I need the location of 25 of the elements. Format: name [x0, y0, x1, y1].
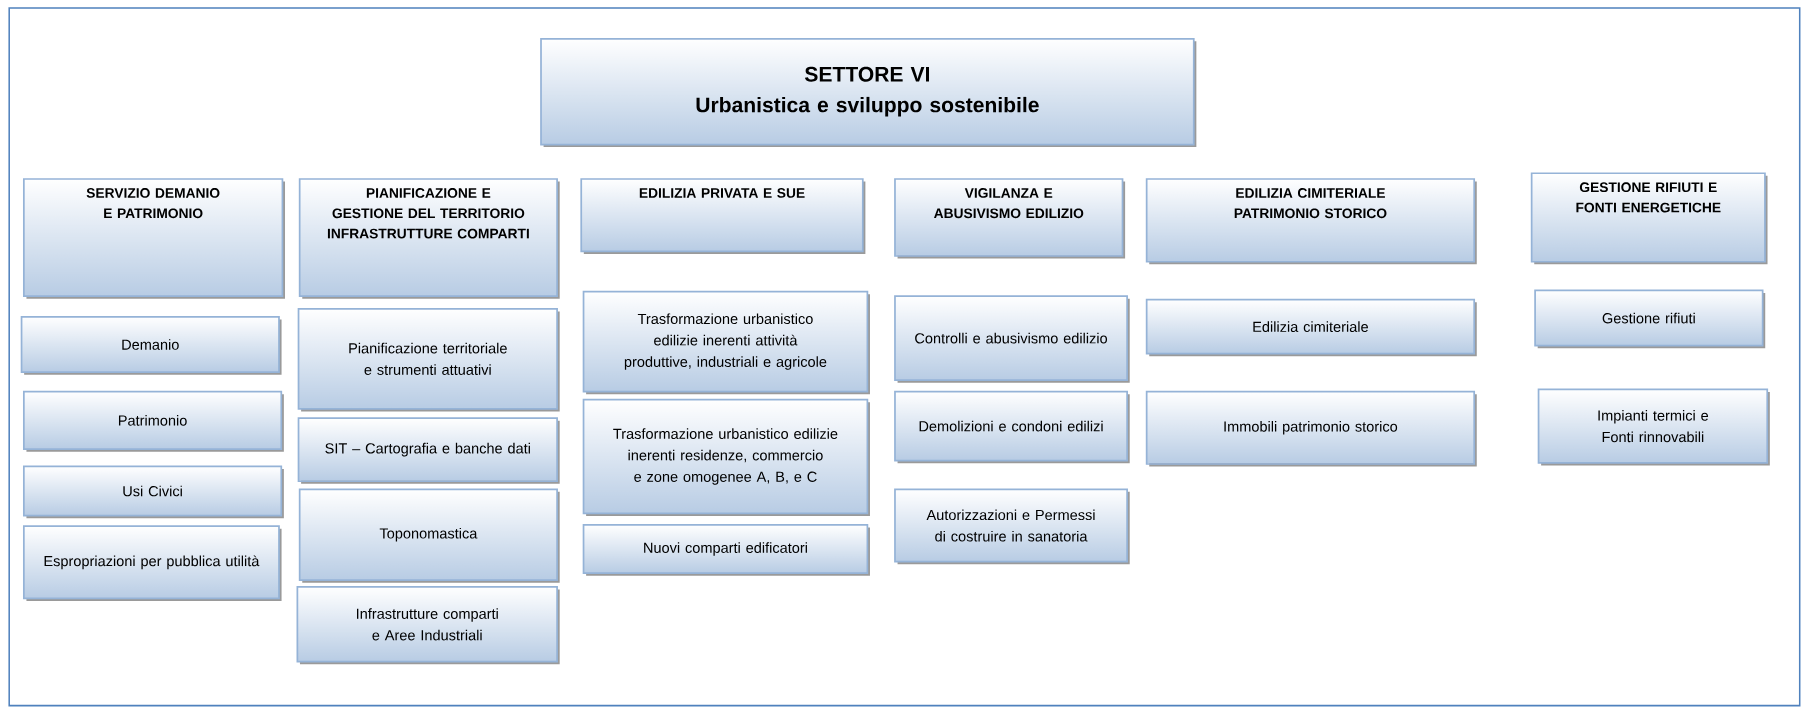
office-box: Pianificazione territoriale e strumenti attuativi	[297, 308, 560, 412]
office-box: Trasformazione urbanistico edilizie inerenti attività produttive, industriali e agricole	[582, 290, 870, 395]
office-box: Trasformazione urbanistico edilizie inerenti residenze, commercio e zone omogenee A, B, e C	[582, 398, 870, 517]
office-box: Autorizzazioni e Permessi di costruire in sanatoria	[894, 488, 1130, 565]
office-box: Usi Civici	[23, 465, 284, 519]
office-box: Demanio	[20, 316, 282, 375]
office-box: Controlli e abusivismo edilizio	[894, 295, 1130, 383]
office-box: Edilizia cimiteriale	[1145, 298, 1477, 357]
department-box: PIANIFICAZIONE E GESTIONE DEL TERRITORIO INFRASTRUTTURE COMPARTI	[298, 178, 560, 299]
department-box: GESTIONE RIFIUTI E FONTI ENERGETICHE	[1530, 172, 1768, 265]
office-box: Infrastrutture comparti e Aree Industriali	[296, 586, 560, 665]
office-box: Espropriazioni per pubblica utilità	[23, 525, 282, 602]
department-box: VIGILANZA E ABUSIVISMO EDILIZIO	[894, 178, 1126, 259]
title-box: SETTORE VI Urbanistica e sviluppo sostenibile	[540, 37, 1197, 148]
office-box: Toponomastica	[298, 488, 560, 583]
office-box: Demolizioni e condoni edilizi	[894, 390, 1130, 464]
department-box: SERVIZIO DEMANIO E PATRIMONIO	[23, 178, 285, 299]
office-box: Patrimonio	[23, 390, 284, 452]
office-box: Gestione rifiuti	[1534, 289, 1766, 349]
office-box: Immobili patrimonio storico	[1145, 390, 1477, 467]
office-box: Nuovi comparti edificatori	[582, 524, 870, 576]
office-box: Impianti termici e Fonti rinnovabili	[1537, 388, 1770, 466]
department-box: EDILIZIA CIMITERIALE PATRIMONIO STORICO	[1145, 178, 1477, 265]
office-box: SIT – Cartografia e banche dati	[297, 417, 560, 484]
department-box: EDILIZIA PRIVATA E SUE	[580, 178, 866, 254]
